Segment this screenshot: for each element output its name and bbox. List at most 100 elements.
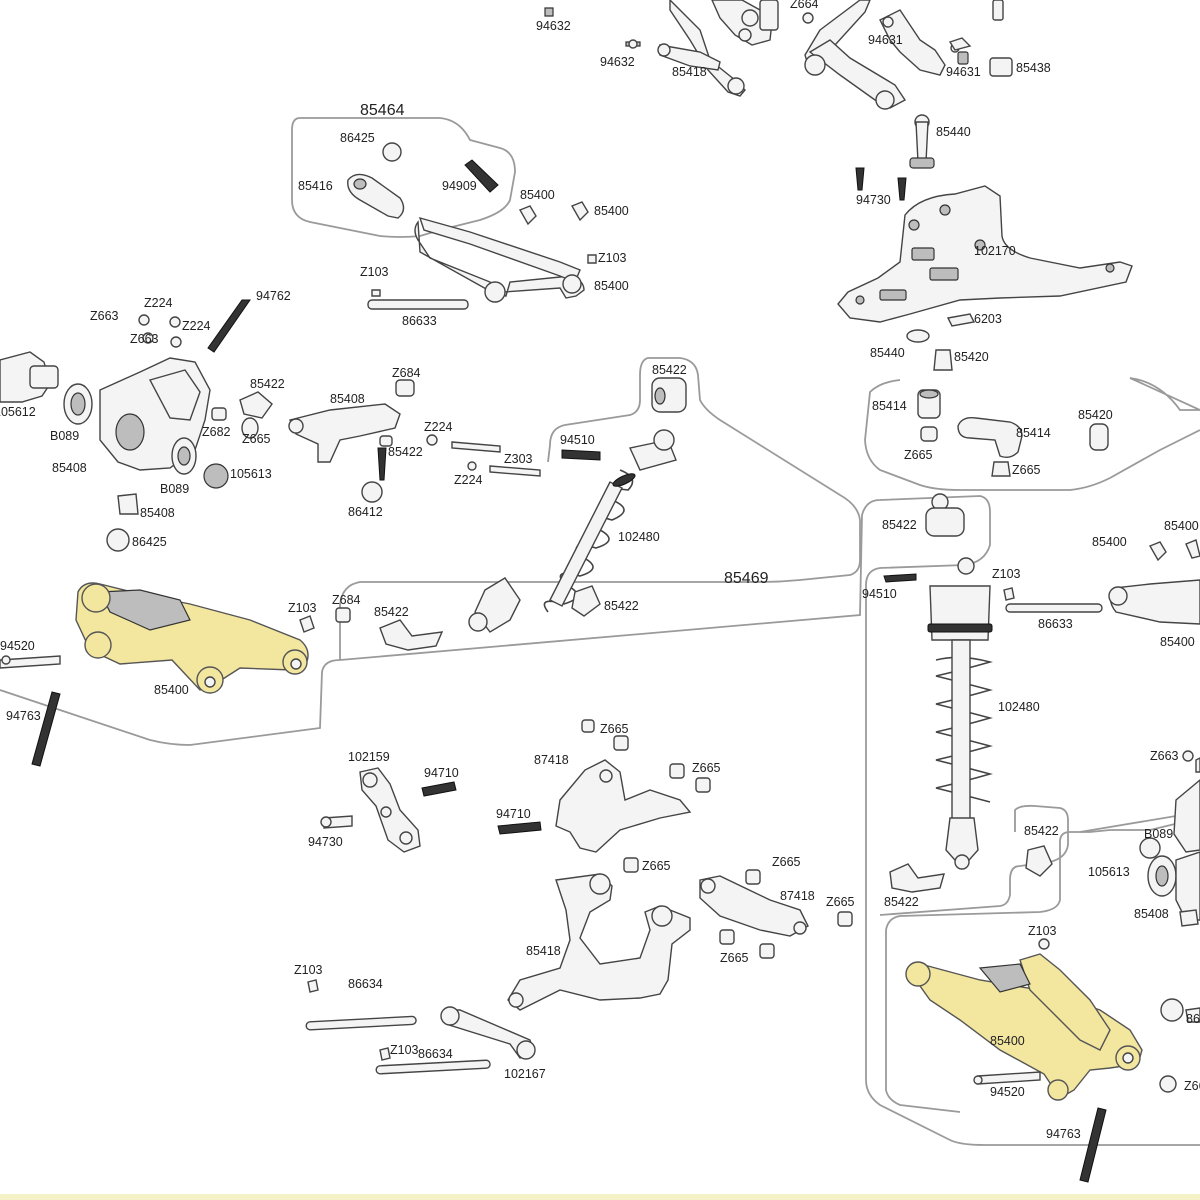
label: 94520 <box>990 1085 1025 1099</box>
label: 94730 <box>308 835 343 849</box>
label: 94710 <box>496 807 531 821</box>
label: 85438 <box>1016 61 1051 75</box>
label: Z665 <box>720 951 749 965</box>
part-number-labels: 94632 Z664 94632 85418 94631 94631 85438… <box>0 0 1200 1141</box>
label: Z103 <box>992 567 1021 581</box>
label: Z103 <box>288 601 317 615</box>
label: 85422 <box>884 895 919 909</box>
link-85408 <box>288 379 541 503</box>
group-outline-85469 <box>0 495 1200 1146</box>
label: 105612 <box>0 405 36 419</box>
label: 87418 <box>534 753 569 767</box>
label: 85422 <box>388 445 423 459</box>
label: 85416 <box>298 179 333 193</box>
label: Z224 <box>144 296 173 310</box>
label: Z103 <box>294 963 323 977</box>
label: Z665 <box>600 722 629 736</box>
label: 86634 <box>418 1047 453 1061</box>
chassis-plate-102170 <box>837 114 1133 371</box>
label: Z664 <box>790 0 819 11</box>
label: 85400 <box>1160 635 1195 649</box>
label: 85408 <box>52 461 87 475</box>
label: 102480 <box>618 530 660 544</box>
label: 85422 <box>652 363 687 377</box>
label: 94510 <box>560 433 595 447</box>
label: 85422 <box>882 518 917 532</box>
label: 86633 <box>402 314 437 328</box>
label: 94632 <box>536 19 571 33</box>
label: 85400 <box>594 279 629 293</box>
label: 85400 <box>520 188 555 202</box>
shock-absorber-102480-right <box>883 493 1053 893</box>
label: 94909 <box>442 179 477 193</box>
label: Z665 <box>642 859 671 873</box>
center-lower-mounts <box>320 719 711 873</box>
label: 85440 <box>870 346 905 360</box>
label: 85414 <box>1016 426 1051 440</box>
label: 85418 <box>526 944 561 958</box>
label: 86412 <box>348 505 383 519</box>
label: 86633 <box>1038 617 1073 631</box>
label: 85408 <box>140 506 175 520</box>
group-outline-85469-upper <box>339 357 861 660</box>
label: Z684 <box>392 366 421 380</box>
label: B089 <box>1144 827 1173 841</box>
label: 94762 <box>256 289 291 303</box>
group-outline-85422-right <box>879 804 1069 916</box>
label: 85408 <box>1134 907 1169 921</box>
label: 85422 <box>1024 824 1059 838</box>
group-outline-85414 <box>864 377 1200 491</box>
lower-arm-85400-left-highlighted <box>0 582 444 767</box>
label: 85400 <box>1092 535 1127 549</box>
label: 85400 <box>1164 519 1199 533</box>
label: Z224 <box>424 420 453 434</box>
label: 85469 <box>724 570 769 587</box>
upper-arm-85464 <box>347 142 597 310</box>
label: B089 <box>160 482 189 496</box>
label: 102170 <box>974 244 1016 258</box>
label: Z663 <box>90 309 119 323</box>
label: 85400 <box>594 204 629 218</box>
label: 85400 <box>990 1034 1025 1048</box>
label: 85422 <box>604 599 639 613</box>
group-outline-rear-right <box>885 817 1200 1113</box>
label: 85418 <box>672 65 707 79</box>
label: Z665 <box>1012 463 1041 477</box>
label: 105613 <box>1088 865 1130 879</box>
top-front-arm-assembly <box>544 0 1013 110</box>
label: Z665 <box>904 448 933 462</box>
label: 6203 <box>974 312 1002 326</box>
label: 86 <box>1186 1012 1200 1026</box>
bottom-highlight-stripe <box>0 1194 1200 1200</box>
upper-arm-85400-right <box>1003 539 1200 625</box>
label: B089 <box>50 429 79 443</box>
label: Z103 <box>598 251 627 265</box>
rear-arm-85418 <box>507 869 853 1011</box>
label: 85420 <box>1078 408 1113 422</box>
label: 102159 <box>348 750 390 764</box>
steering-85414 <box>917 389 1109 477</box>
label: 85422 <box>374 605 409 619</box>
lower-arm-85400-right-highlighted <box>905 938 1177 1183</box>
label: 94631 <box>946 65 981 79</box>
label: 85420 <box>954 350 989 364</box>
label: 94520 <box>0 639 35 653</box>
label: 94763 <box>1046 1127 1081 1141</box>
label: 87418 <box>780 889 815 903</box>
left-hub-assembly <box>0 299 273 552</box>
label: 94631 <box>868 33 903 47</box>
label: 86634 <box>348 977 383 991</box>
shock-absorber-102480-left <box>468 377 687 633</box>
label: Z103 <box>360 265 389 279</box>
label: 86425 <box>132 535 167 549</box>
label: 94510 <box>862 587 897 601</box>
label: 105613 <box>230 467 272 481</box>
label: Z103 <box>1028 924 1057 938</box>
label: 94632 <box>600 55 635 69</box>
label: 94710 <box>424 766 459 780</box>
label: Z665 <box>826 895 855 909</box>
label: 85440 <box>936 125 971 139</box>
label: Z663 <box>1150 749 1179 763</box>
label: Z665 <box>242 432 271 446</box>
